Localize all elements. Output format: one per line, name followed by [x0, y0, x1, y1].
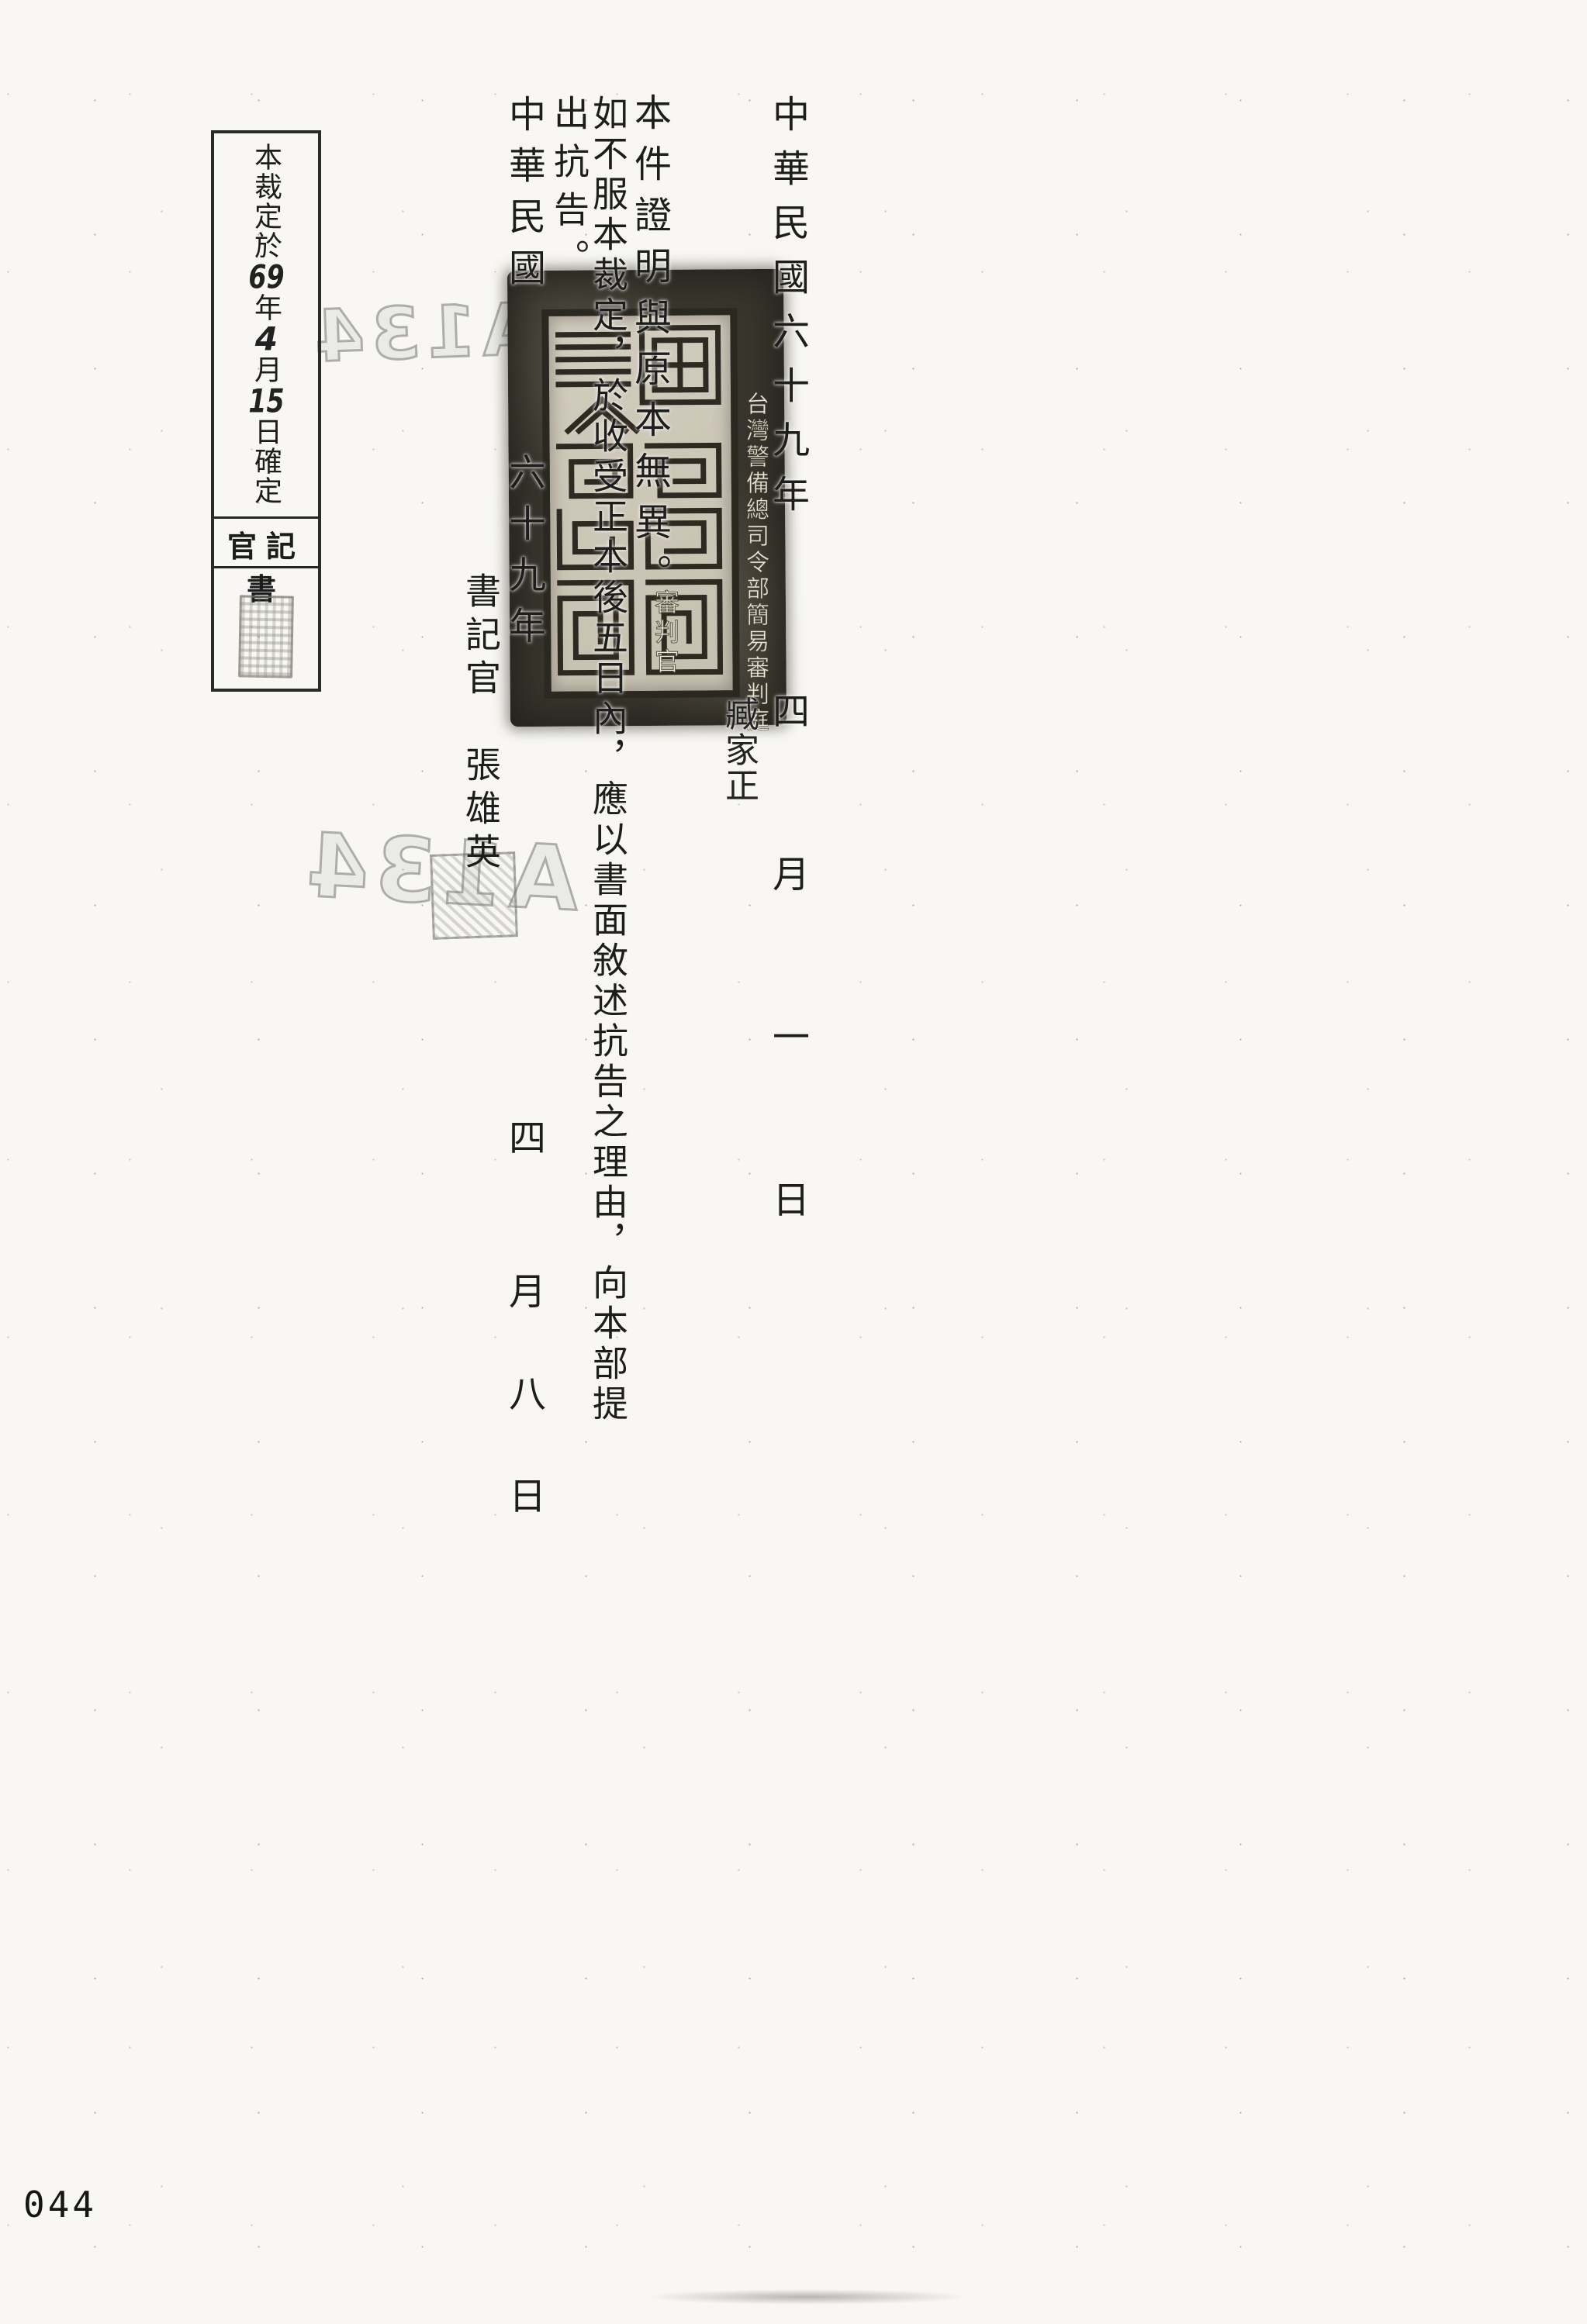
certification-statement: 本件證明與原本無異。 — [628, 93, 669, 605]
month-label: 月 — [251, 355, 282, 385]
photocopy-smudge — [644, 2289, 970, 2305]
seal-plate — [541, 308, 740, 699]
judge-name: 臧家正 — [720, 696, 758, 803]
ruling-date-line: 中華民國六十九年 四 月 一 日 — [766, 95, 807, 1235]
clerk-seal — [238, 595, 294, 679]
court-seal-stamp — [507, 268, 787, 727]
court-name: 台灣警備總司令部簡易審判庭 — [742, 392, 769, 735]
handwritten-year: 69 — [248, 261, 285, 293]
clerk-title-horizontal: 官記書 — [226, 531, 305, 606]
handwritten-day: 15 — [248, 385, 285, 417]
service-date-line: 中華民國 六十九年 四 月 八 日 — [503, 95, 544, 1528]
handwritten-month: 4 — [254, 323, 278, 355]
appeal-notice-continued: 出抗告。 — [549, 95, 589, 287]
finality-box: 本裁定於69年4月15日確定 官記書 — [211, 130, 321, 692]
seal-script-svg — [555, 324, 724, 676]
judge-title: 審判官 — [652, 589, 680, 679]
day-label: 日確定 — [251, 417, 282, 506]
year-label: 年 — [251, 293, 282, 323]
page-number: 044 — [23, 2184, 98, 2226]
finality-statement: 本裁定於69年4月15日確定 — [248, 143, 285, 506]
appeal-notice: 如不服本裁定，於收受正本後五日內，應以書面敘述抗告之理由，向本部提 — [588, 95, 628, 1425]
clerk-signature: 書記官 張雄英 — [461, 572, 500, 876]
box-divider-top — [214, 516, 318, 519]
box-divider-bottom — [214, 566, 318, 568]
finality-prefix: 本裁定於 — [251, 143, 282, 261]
